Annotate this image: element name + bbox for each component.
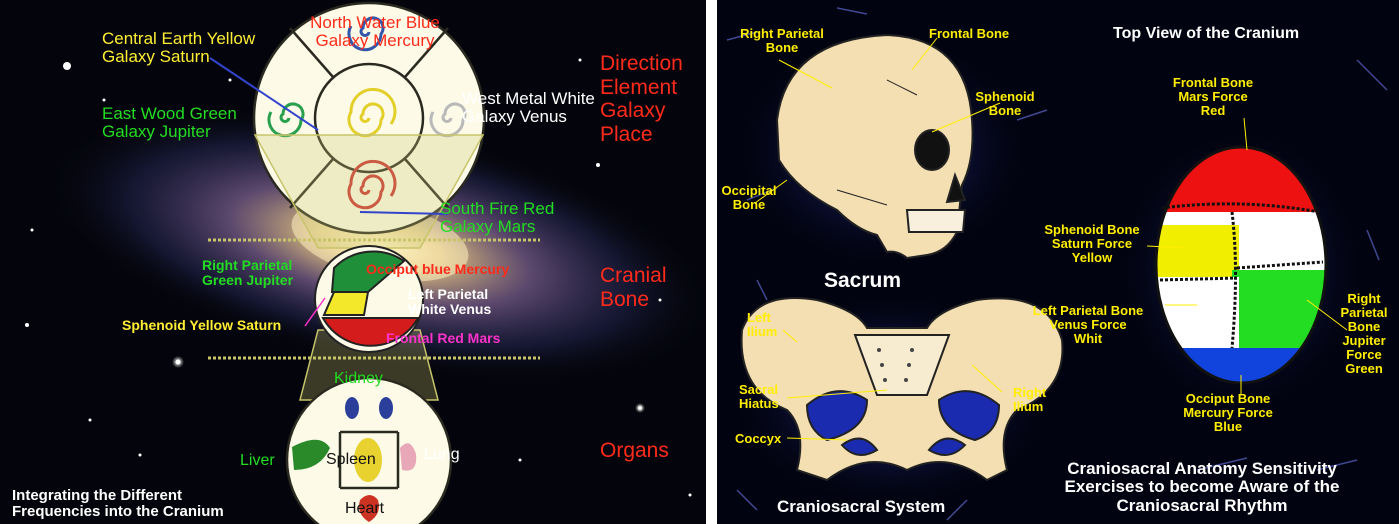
label-top-occiput: Occiput Bone Mercury Force Blue: [1169, 392, 1287, 434]
label-liver: Liver: [240, 452, 275, 469]
label-top-sphenoid: Sphenoid Bone Saturn Force Yellow: [1035, 223, 1149, 265]
label-skull-occipital: Occipital Bone: [717, 184, 781, 212]
label-kidney: Kidney: [334, 370, 383, 387]
label-skull-frontal: Frontal Bone: [929, 27, 1009, 41]
label-coccyx: Coccyx: [735, 432, 781, 446]
label-heart: Heart: [345, 500, 384, 517]
anatomy-panel: Right Parietal Bone Frontal Bone Sphenoi…: [717, 0, 1399, 524]
header-organs: Organs: [600, 440, 669, 463]
label-north-galaxy: North Water Blue Galaxy Mercury: [300, 14, 450, 51]
label-sacral-hiatus: Sacral Hiatus: [739, 383, 779, 411]
label-skull-right-parietal: Right Parietal Bone: [737, 27, 827, 55]
label-right-parietal: Right Parietal Green Jupiter: [202, 258, 293, 288]
sacrum-title: Sacrum: [824, 270, 901, 293]
label-skull-sphenoid: Sphenoid Bone: [972, 90, 1038, 118]
caption-craniosacral-system: Craniosacral System: [777, 498, 945, 516]
caption-left: Integrating the Different Frequencies in…: [12, 488, 224, 520]
header-direction: Direction Element Galaxy Place: [600, 52, 683, 147]
header-cranial-bone: Cranial Bone: [600, 264, 667, 311]
label-right-ilium: Right Ilium: [1013, 386, 1046, 414]
label-top-right-parietal: Right Parietal Bone Jupiter Force Green: [1333, 292, 1395, 376]
label-occiput: Occiput blue Mercury: [366, 262, 509, 277]
label-frontal: Frontal Red Mars: [386, 331, 500, 346]
label-south-galaxy: South Fire Red Galaxy Mars: [440, 200, 554, 237]
caption-right: Craniosacral Anatomy Sensitivity Exercis…: [1037, 460, 1367, 515]
label-top-frontal: Frontal Bone Mars Force Red: [1157, 76, 1269, 118]
label-left-parietal: Left Parietal White Venus: [408, 287, 491, 317]
label-top-left-parietal: Left Parietal Bone Venus Force Whit: [1019, 304, 1157, 346]
label-spleen: Spleen: [326, 451, 376, 468]
label-lung: Lung: [424, 446, 460, 463]
top-view-title: Top View of the Cranium: [1113, 25, 1299, 42]
label-left-ilium: Left Ilium: [747, 311, 777, 339]
label-central-galaxy: Central Earth Yellow Galaxy Saturn: [102, 30, 255, 67]
label-west-galaxy: West Metal White Galaxy Venus: [462, 90, 595, 127]
label-sphenoid: Sphenoid Yellow Saturn: [122, 318, 281, 333]
label-east-galaxy: East Wood Green Galaxy Jupiter: [102, 105, 237, 142]
galaxy-panel: North Water Blue Galaxy Mercury Central …: [0, 0, 706, 524]
